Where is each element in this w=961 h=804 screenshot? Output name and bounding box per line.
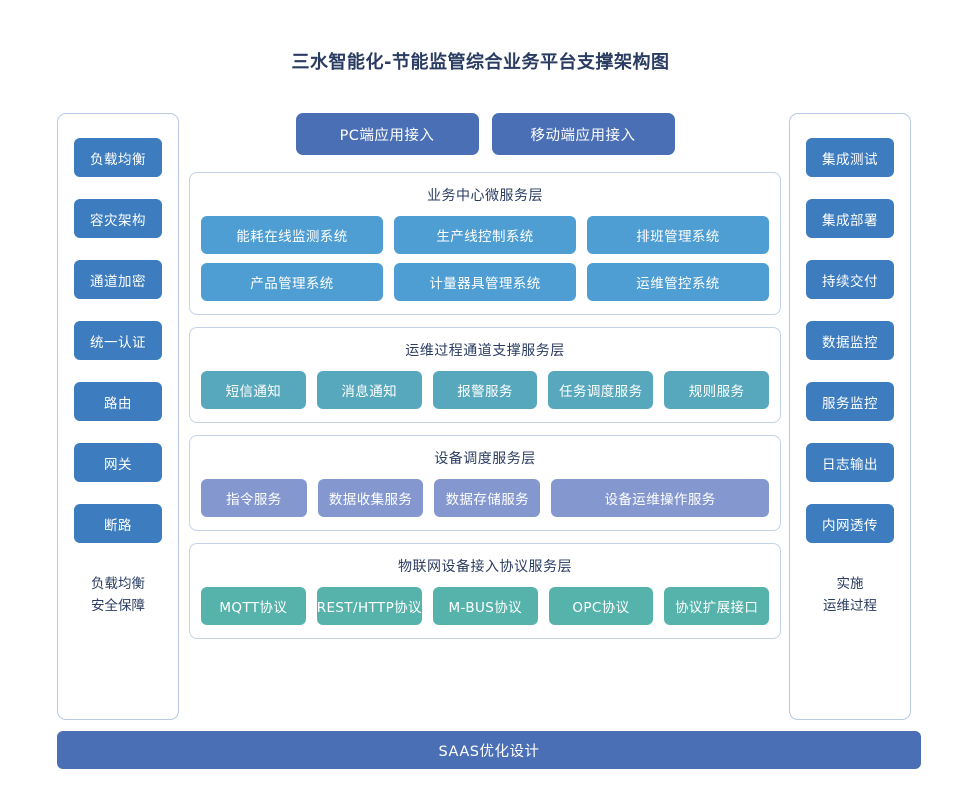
page-title: 三水智能化-节能监管综合业务平台支撑架构图 [291,52,670,73]
left-panel-button-2[interactable]: 通道加密 [74,260,162,299]
right-panel-button-2[interactable]: 持续交付 [806,260,894,299]
left-panel-button-1[interactable]: 容灾架构 [74,199,162,238]
service-chip-protocol-0-2[interactable]: M-BUS协议 [432,587,538,625]
service-chip-business-0-0[interactable]: 能耗在线监测系统 [201,216,383,254]
right-panel-button-0[interactable]: 集成测试 [806,138,894,177]
service-chip-protocol-0-0[interactable]: MQTT协议 [201,587,306,625]
application-access-row: PC端应用接入移动端应用接入 [189,113,781,155]
service-chip-device-0-0[interactable]: 指令服务 [201,479,307,517]
layer-device: 设备调度服务层指令服务数据收集服务数据存储服务设备运维操作服务 [189,435,781,531]
left-panel-items: 负载均衡容灾架构通道加密统一认证路由网关断路 [74,114,162,543]
right-capability-panel: 集成测试集成部署持续交付数据监控服务监控日志输出内网透传 实施运维过程 [789,113,911,720]
service-chip-device-0-3[interactable]: 设备运维操作服务 [551,479,770,517]
service-chip-ops-0-0[interactable]: 短信通知 [201,371,306,409]
layer-ops: 运维过程通道支撑服务层短信通知消息通知报警服务任务调度服务规则服务 [189,327,781,423]
right-panel-items: 集成测试集成部署持续交付数据监控服务监控日志输出内网透传 [806,114,894,543]
layer-row: MQTT协议 REST/HTTP协议 M-BUS协议 OPC协议协议扩展接口 [201,587,769,625]
layer-title-device: 设备调度服务层 [434,451,536,467]
layer-title-protocol: 物联网设备接入协议服务层 [398,559,572,575]
service-chip-business-1-1[interactable]: 计量器具管理系统 [394,263,576,301]
service-chip-ops-0-1[interactable]: 消息通知 [316,371,422,409]
layer-title-business: 业务中心微服务层 [427,188,543,204]
layer-title-ops: 运维过程通道支撑服务层 [405,343,565,359]
right-panel-footer-line-1: 运维过程 [823,598,877,615]
service-layers: 业务中心微服务层能耗在线监测系统生产线控制系统排班管理系统产品管理系统计量器具管… [189,172,781,639]
service-chip-protocol-0-3[interactable]: OPC协议 [548,587,654,625]
right-panel-button-1[interactable]: 集成部署 [806,199,894,238]
left-panel-button-3[interactable]: 统一认证 [74,321,162,360]
center-stack: PC端应用接入移动端应用接入 业务中心微服务层能耗在线监测系统生产线控制系统排班… [189,113,781,720]
left-panel-button-0[interactable]: 负载均衡 [74,138,162,177]
layer-business: 业务中心微服务层能耗在线监测系统生产线控制系统排班管理系统产品管理系统计量器具管… [189,172,781,315]
app-access-button-1[interactable]: 移动端应用接入 [491,113,675,155]
service-chip-business-0-1[interactable]: 生产线控制系统 [394,216,576,254]
layer-row: 能耗在线监测系统生产线控制系统排班管理系统 [201,216,769,254]
service-chip-ops-0-4[interactable]: 规则服务 [664,371,769,409]
left-panel-footer-line-1: 安全保障 [91,598,145,615]
left-capability-panel: 负载均衡容灾架构通道加密统一认证路由网关断路 负载均衡安全保障 [57,113,179,720]
service-chip-business-1-2[interactable]: 运维管控系统 [587,263,769,301]
left-panel-footer: 负载均衡安全保障 [91,573,145,618]
left-panel-button-6[interactable]: 断路 [74,504,162,543]
app-access-button-0[interactable]: PC端应用接入 [295,113,479,155]
layer-row: 产品管理系统计量器具管理系统运维管控系统 [201,263,769,301]
layer-protocol: 物联网设备接入协议服务层 MQTT协议 REST/HTTP协议 M-BUS协议 OPC协… [189,543,781,639]
service-chip-protocol-0-1[interactable]: REST/HTTP协议 [316,587,422,625]
right-panel-footer-line-0: 实施 [836,576,864,592]
layer-row: 短信通知消息通知报警服务任务调度服务规则服务 [201,371,769,409]
left-panel-button-4[interactable]: 路由 [74,382,162,421]
saas-optimization-bar[interactable]: SAAS优化设计 [57,731,921,769]
left-panel-button-5[interactable]: 网关 [74,443,162,482]
service-chip-business-1-0[interactable]: 产品管理系统 [201,263,383,301]
right-panel-button-6[interactable]: 内网透传 [806,504,894,543]
service-chip-protocol-0-4[interactable]: 协议扩展接口 [664,587,769,625]
service-chip-ops-0-2[interactable]: 报警服务 [432,371,538,409]
right-panel-button-4[interactable]: 服务监控 [806,382,894,421]
layer-row: 指令服务数据收集服务数据存储服务设备运维操作服务 [201,479,770,517]
left-panel-footer-line-0: 负载均衡 [91,576,145,592]
service-chip-device-0-2[interactable]: 数据存储服务 [434,479,541,517]
service-chip-device-0-1[interactable]: 数据收集服务 [317,479,424,517]
right-panel-button-3[interactable]: 数据监控 [806,321,894,360]
service-chip-business-0-2[interactable]: 排班管理系统 [587,216,769,254]
right-panel-button-5[interactable]: 日志输出 [806,443,894,482]
right-panel-footer: 实施运维过程 [823,573,877,618]
service-chip-ops-0-3[interactable]: 任务调度服务 [548,371,654,409]
